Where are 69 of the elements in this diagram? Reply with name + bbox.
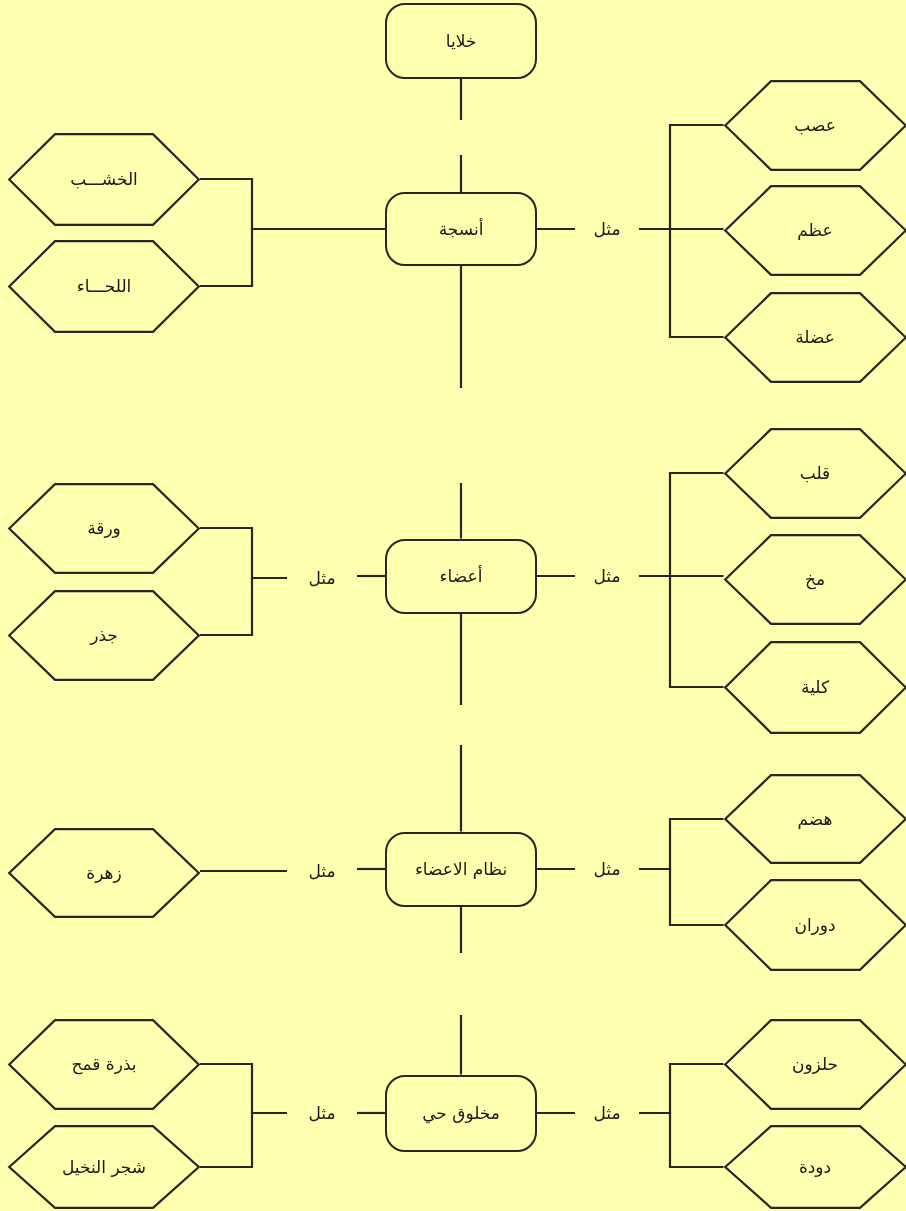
connector-line: [357, 867, 385, 871]
node-label: أعضاء: [439, 566, 483, 586]
hexagon-node: [723, 184, 906, 276]
connector-line: [537, 574, 575, 578]
example-word: مثل: [287, 563, 357, 593]
rounded-box: [385, 538, 537, 614]
connector-line: [537, 867, 575, 871]
connector-line: [537, 227, 575, 231]
example-word: مثل: [287, 856, 357, 886]
rounded-box: [385, 831, 537, 907]
hexagon-node: [8, 828, 200, 918]
connector-line: [639, 1111, 724, 1169]
hexagon-node: [723, 640, 906, 734]
connector-line: [357, 1111, 385, 1115]
node-label: أنسجة: [438, 219, 484, 239]
hexagon-node: [8, 1125, 200, 1209]
node-label: عضلة: [795, 327, 835, 347]
hexagon-node: [723, 533, 906, 625]
hexagon-node: [8, 132, 200, 226]
example-word: مثل: [575, 214, 639, 244]
connector-line: [200, 227, 385, 288]
hexagon-node: [723, 879, 906, 971]
connector-line: [639, 227, 724, 339]
connector-line: [639, 867, 724, 927]
hexagon-node: [723, 774, 906, 864]
example-word: مثل: [575, 1098, 639, 1128]
node-label: قلب: [799, 463, 831, 483]
rounded-box: [385, 3, 537, 79]
node-label: الخشـــب: [70, 169, 138, 189]
connector-line: [200, 869, 287, 873]
node-label: ورقة: [87, 518, 121, 538]
connector-line: [200, 576, 287, 637]
hexagon-node: [8, 1018, 200, 1110]
node-label: هضم: [797, 809, 833, 829]
hexagon-node: [723, 1018, 906, 1110]
node-label: نظام الاعضاء: [414, 859, 508, 879]
node-label: جذر: [90, 625, 118, 645]
connector-line: [459, 613, 463, 832]
node-label: دوران: [794, 915, 836, 935]
hexagon-node: [723, 291, 906, 383]
hexagon-node: [723, 1125, 906, 1209]
hexagon-node: [723, 427, 906, 519]
connector-line: [200, 1111, 287, 1169]
example-word: مثل: [575, 854, 639, 884]
connector-line: [459, 906, 463, 1075]
node-label: عظم: [797, 220, 833, 240]
example-word: مثل: [287, 1098, 357, 1128]
node-label: خلايا: [445, 31, 477, 51]
node-label: اللحـــاء: [76, 276, 132, 296]
connector-line: [357, 574, 385, 578]
example-word: مثل: [575, 561, 639, 591]
node-label: شجر النخيل: [62, 1157, 146, 1177]
hexagon-node: [723, 79, 906, 171]
node-label: عصب: [794, 115, 836, 135]
node-label: مخ: [804, 569, 826, 589]
node-label: مخلوق حي: [422, 1103, 500, 1123]
node-label: دودة: [798, 1157, 832, 1177]
hexagon-node: [8, 482, 200, 574]
hexagon-node: [8, 589, 200, 681]
node-label: بذرة قمح: [71, 1054, 137, 1074]
connector-line: [459, 266, 463, 539]
connector-line: [537, 1111, 575, 1115]
node-label: كلية: [801, 677, 829, 697]
rounded-box: [385, 1074, 537, 1152]
node-label: زهرة: [86, 863, 122, 883]
connector-line: [639, 574, 724, 689]
node-label: حلزون: [791, 1054, 839, 1074]
rounded-box: [385, 192, 537, 266]
hexagon-node: [8, 239, 200, 333]
